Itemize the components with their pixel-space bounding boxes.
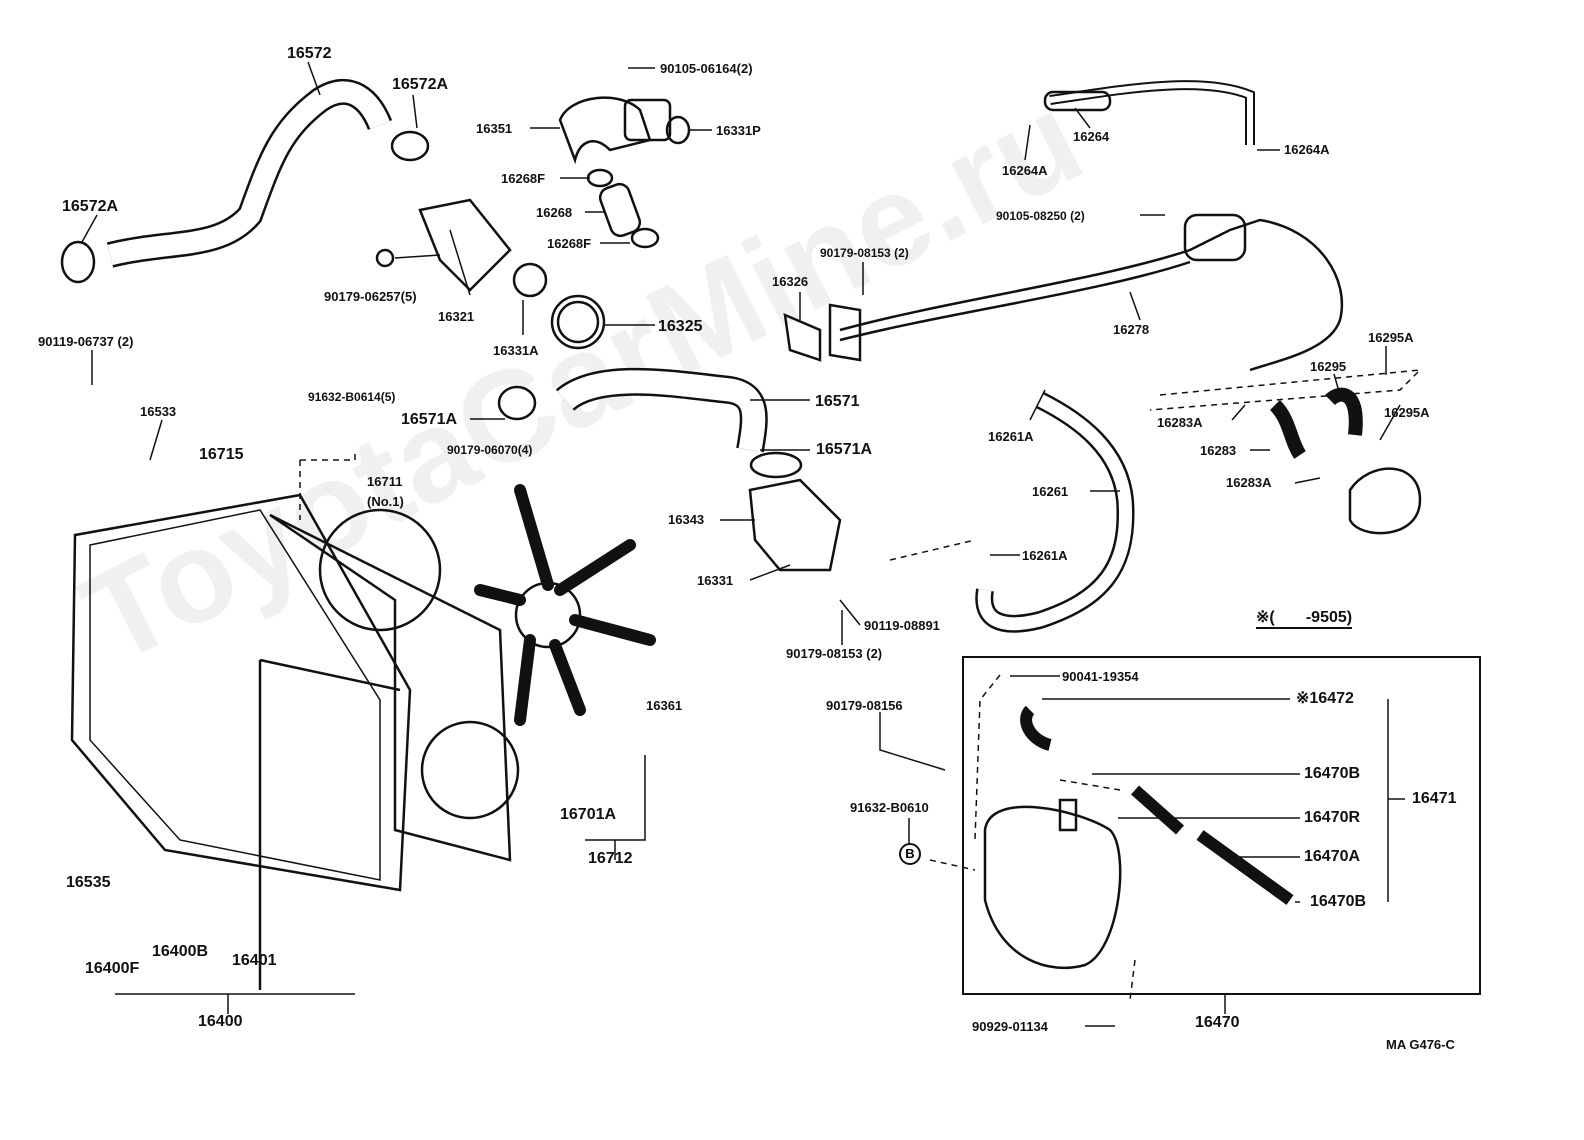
part-label: 91632-B0610 bbox=[850, 800, 929, 815]
part-label: (No.1) bbox=[367, 494, 404, 509]
shroud-opening bbox=[318, 508, 442, 632]
fan-shroud bbox=[269, 513, 512, 862]
part-label: 16715 bbox=[199, 446, 244, 463]
part-label: 16264A bbox=[1002, 163, 1048, 178]
radiator bbox=[70, 493, 412, 892]
clamp-icon bbox=[60, 240, 96, 284]
part-label: 16325 bbox=[658, 318, 703, 335]
part-label: 16400F bbox=[85, 960, 140, 977]
part-label: 16331P bbox=[716, 123, 761, 138]
part-label: 16268F bbox=[547, 236, 592, 251]
part-label: 16278 bbox=[1113, 322, 1150, 337]
part-label: 16470 bbox=[1195, 1014, 1240, 1031]
reservoir-box bbox=[962, 656, 1481, 995]
part-label: 16283 bbox=[1200, 443, 1237, 458]
part-label: 90179-06257(5) bbox=[324, 289, 417, 304]
part-label: 16264 bbox=[1073, 129, 1110, 144]
thermostat bbox=[512, 262, 548, 298]
part-label: 16261 bbox=[1032, 484, 1069, 499]
part-label: 90105-08250 (2) bbox=[996, 209, 1085, 223]
gasket bbox=[550, 294, 606, 350]
part-label: 90119-06737 (2) bbox=[38, 334, 134, 349]
part-label: 16268 bbox=[536, 205, 573, 220]
part-label: 16401 bbox=[232, 952, 277, 969]
part-label: 16711 bbox=[367, 474, 403, 489]
part-label: 16326 bbox=[772, 274, 809, 289]
part-label: 16701A bbox=[560, 806, 617, 823]
part-label: 90179-08156 bbox=[826, 698, 903, 713]
clamp-icon bbox=[390, 130, 430, 162]
part-label: 16283A bbox=[1157, 415, 1203, 430]
diagram-code: MA G476-C bbox=[1386, 1037, 1455, 1052]
part-label: 16261A bbox=[1022, 548, 1068, 563]
part-label: ※16472 bbox=[1296, 690, 1354, 707]
part-label: 16470R bbox=[1304, 809, 1361, 826]
water-outlet bbox=[558, 96, 652, 165]
part-label: 16572A bbox=[62, 198, 119, 215]
part-label: 16470B bbox=[1310, 893, 1367, 910]
part-label: 16470A bbox=[1304, 848, 1361, 865]
part-label: 16283A bbox=[1226, 475, 1272, 490]
part-label: 16400 bbox=[198, 1013, 243, 1030]
part-label: 16572A bbox=[392, 76, 449, 93]
part-label: 16295A bbox=[1368, 330, 1414, 345]
part-label: 16571A bbox=[816, 441, 873, 458]
part-label: 16343 bbox=[668, 512, 705, 527]
part-label: 16533 bbox=[140, 404, 177, 419]
part-label: 16331A bbox=[493, 343, 539, 358]
part-label: 90179-08153 (2) bbox=[786, 646, 883, 661]
part-label: 90105-06164(2) bbox=[660, 61, 753, 76]
part-label: 16470B bbox=[1304, 765, 1361, 782]
part-label: 90929-01134 bbox=[972, 1019, 1048, 1034]
part-label: 16471 bbox=[1412, 790, 1457, 807]
note-header: ※( -9505) bbox=[1256, 609, 1353, 629]
part-label: 16535 bbox=[66, 874, 111, 891]
water-inlet bbox=[748, 478, 842, 572]
bypass-pipe bbox=[839, 218, 1344, 372]
part-label: 16295A bbox=[1384, 405, 1430, 420]
part-label: 16321 bbox=[438, 309, 475, 324]
part-label: 16268F bbox=[501, 171, 546, 186]
part-label: 16261A bbox=[988, 429, 1034, 444]
part-label: 16264A bbox=[1284, 142, 1330, 157]
part-label: 90119-08891 bbox=[864, 618, 940, 633]
circle-marker-b: B bbox=[899, 843, 921, 865]
part-label: 16400B bbox=[152, 943, 209, 960]
part-label: 16351 bbox=[476, 121, 513, 136]
part-label: 16571A bbox=[401, 411, 458, 428]
part-label: 16712 bbox=[588, 850, 633, 867]
part-label: 16571 bbox=[815, 393, 860, 410]
thermostat-housing bbox=[418, 198, 512, 292]
reservoir-tank bbox=[983, 805, 1122, 970]
part-label: 16572 bbox=[287, 45, 332, 62]
part-label: 91632-B0614(5) bbox=[308, 390, 396, 404]
part-label: 16361 bbox=[646, 698, 683, 713]
part-label: 90179-08153 (2) bbox=[820, 246, 909, 260]
part-label: 16331 bbox=[697, 573, 734, 588]
part-label: 90041-19354 bbox=[1062, 669, 1139, 684]
part-label: 90179-06070(4) bbox=[447, 443, 533, 457]
part-label: 16295 bbox=[1310, 359, 1347, 374]
